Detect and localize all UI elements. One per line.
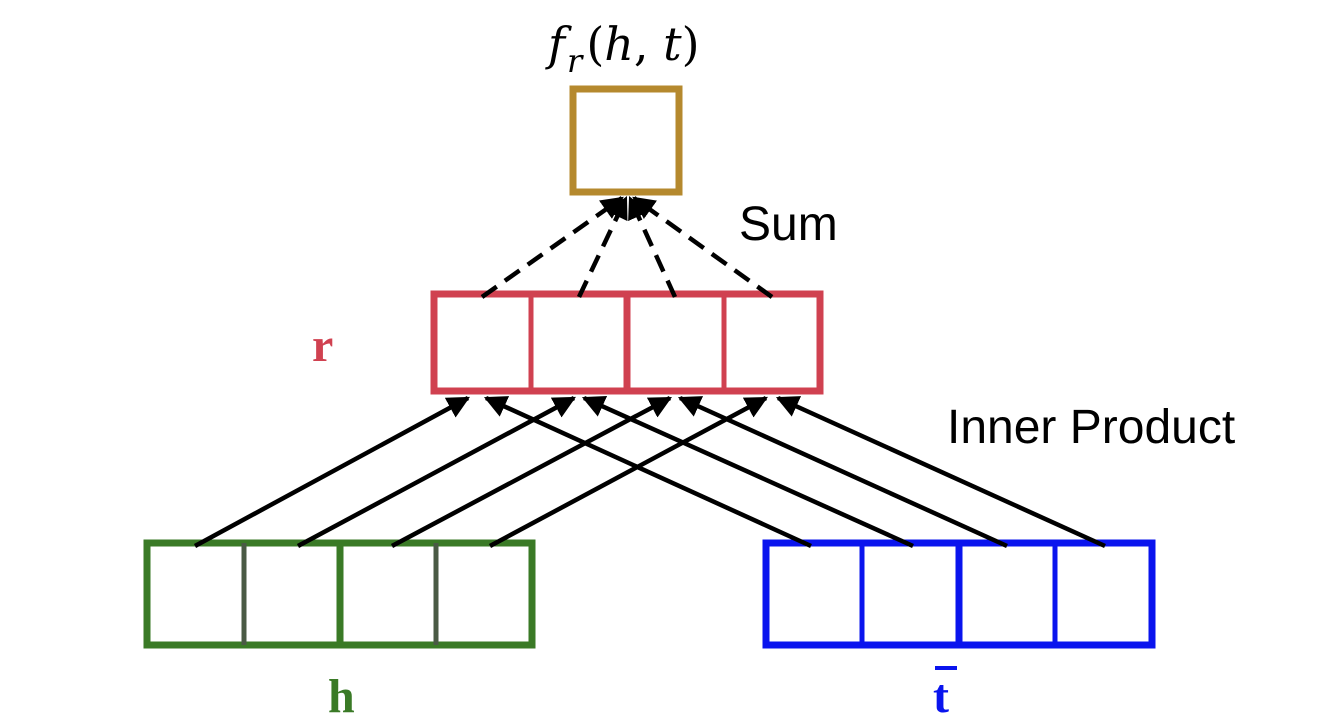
h-to-r-arrow [193,396,470,548]
title-open-paren: ( [586,17,604,71]
h-to-r-arrow [488,396,768,548]
score-function-title: fr(h, t) [545,17,700,80]
t-to-r-arrow [581,395,914,549]
head-vector-h [143,539,536,649]
sum-arrow [480,196,624,299]
t-to-r-arrow [483,395,812,549]
title-close-paren: ) [682,17,700,71]
r-vector-label: r [312,319,333,372]
sum-arrow [632,196,774,299]
t-to-r-arrow [775,395,1106,549]
inner-product-label: Inner Product [947,401,1235,454]
h-vector-label: h [328,670,355,716]
t-to-r-arrow [677,395,1008,549]
title-h: h [604,17,634,71]
title-subscript: r [567,42,584,80]
sum-arrows [480,195,774,299]
title-t: t [663,17,682,71]
relation-vector-r [430,290,824,395]
h-to-r-arrow [390,396,672,548]
h-to-r-arrow [296,396,576,548]
h-inner-product-arrows [193,396,768,548]
sum-label: Sum [739,198,838,251]
sum-arrow [576,195,629,298]
t-inner-product-arrows [483,395,1106,549]
output-score-box [569,85,683,196]
tail-vector-t-bar [762,539,1156,649]
title-comma: , [634,17,663,71]
t-bar-vector-label: t [933,666,957,716]
t-vector-label: t [933,670,949,716]
